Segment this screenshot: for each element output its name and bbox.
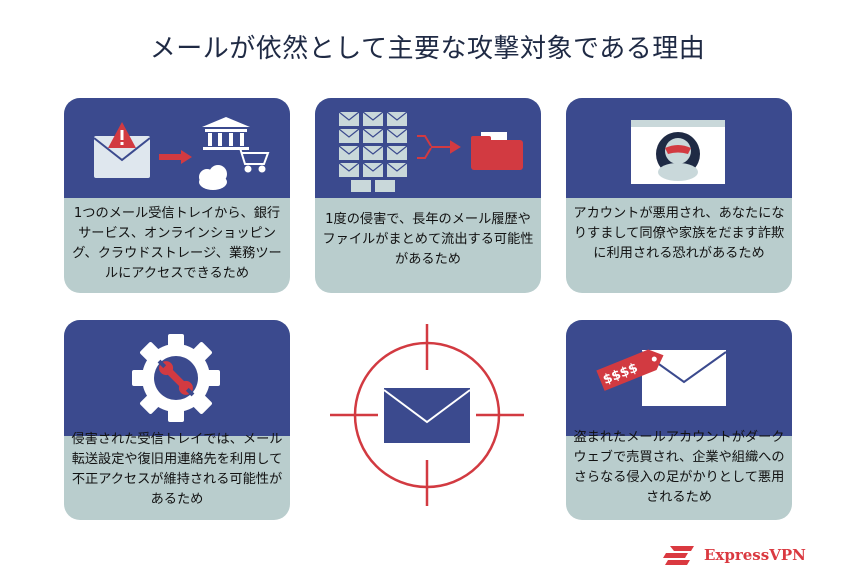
- card-text: 1度の侵害で、長年のメール履歴やファイルがまとめて流出する可能性があるため: [322, 212, 534, 267]
- merge-arrow-icon: [417, 135, 461, 159]
- crosshair-icon: [330, 324, 524, 506]
- card-text: アカウントが悪用され、あなたになりすまして同僚や家族をだます詐欺に利用される恐れ…: [573, 206, 785, 261]
- card-text: 盗まれたメールアカウントがダークウェブで売買され、企業や組織へのさらなる侵入の足…: [573, 430, 785, 505]
- reason-card-impersonation: アカウントが悪用され、あなたになりすまして同僚や家族をだます詐欺に利用される恐れ…: [566, 98, 792, 293]
- cloud-icon: [199, 165, 227, 190]
- brand-name: ExpressVPN: [704, 546, 806, 564]
- reason-card-dark-web: $$$$ 盗まれたメールアカウントがダークウェブで売買され、企業や組織へのさらな…: [566, 320, 792, 520]
- envelope-icon: [383, 388, 471, 443]
- reason-card-persistence: 侵害された受信トレイでは、メール転送設定や復旧用連絡先を利用して不正アクセスが維…: [64, 320, 290, 520]
- alert-envelope-icon: [93, 122, 151, 178]
- reason-card-access: 1つのメール受信トレイから、銀行サービス、オンラインショッピング、クラウドストレ…: [64, 98, 290, 293]
- targeted-email-illustration: [330, 324, 524, 506]
- mail-leak-illustration: [338, 111, 523, 192]
- card-text: 侵害された受信トレイでは、メール転送設定や復旧用連絡先を利用して不正アクセスが維…: [71, 432, 283, 507]
- page-title: メールが依然として主要な攻撃対象である理由: [149, 34, 706, 64]
- expressvpn-logo-icon: [663, 546, 694, 565]
- reason-card-leak: 1度の侵害で、長年のメール履歴やファイルがまとめて流出する可能性があるため: [315, 98, 541, 293]
- folder-icon: [471, 132, 523, 170]
- wrench-icon: [157, 359, 195, 397]
- arrow-icon: [159, 150, 192, 164]
- bank-icon: [202, 117, 250, 150]
- envelope-stack-icon: [339, 112, 407, 192]
- brand-logo: ExpressVPN: [662, 540, 806, 570]
- dark-web-sale-illustration: $$$$: [596, 349, 727, 406]
- card-text: 1つのメール受信トレイから、銀行サービス、オンラインショッピング、クラウドストレ…: [72, 206, 282, 281]
- settings-illustration: [132, 334, 220, 422]
- impersonation-illustration: [631, 120, 725, 184]
- masked-hacker-icon: [656, 132, 700, 181]
- shopping-cart-icon: [236, 147, 270, 173]
- email-access-illustration: [93, 117, 270, 190]
